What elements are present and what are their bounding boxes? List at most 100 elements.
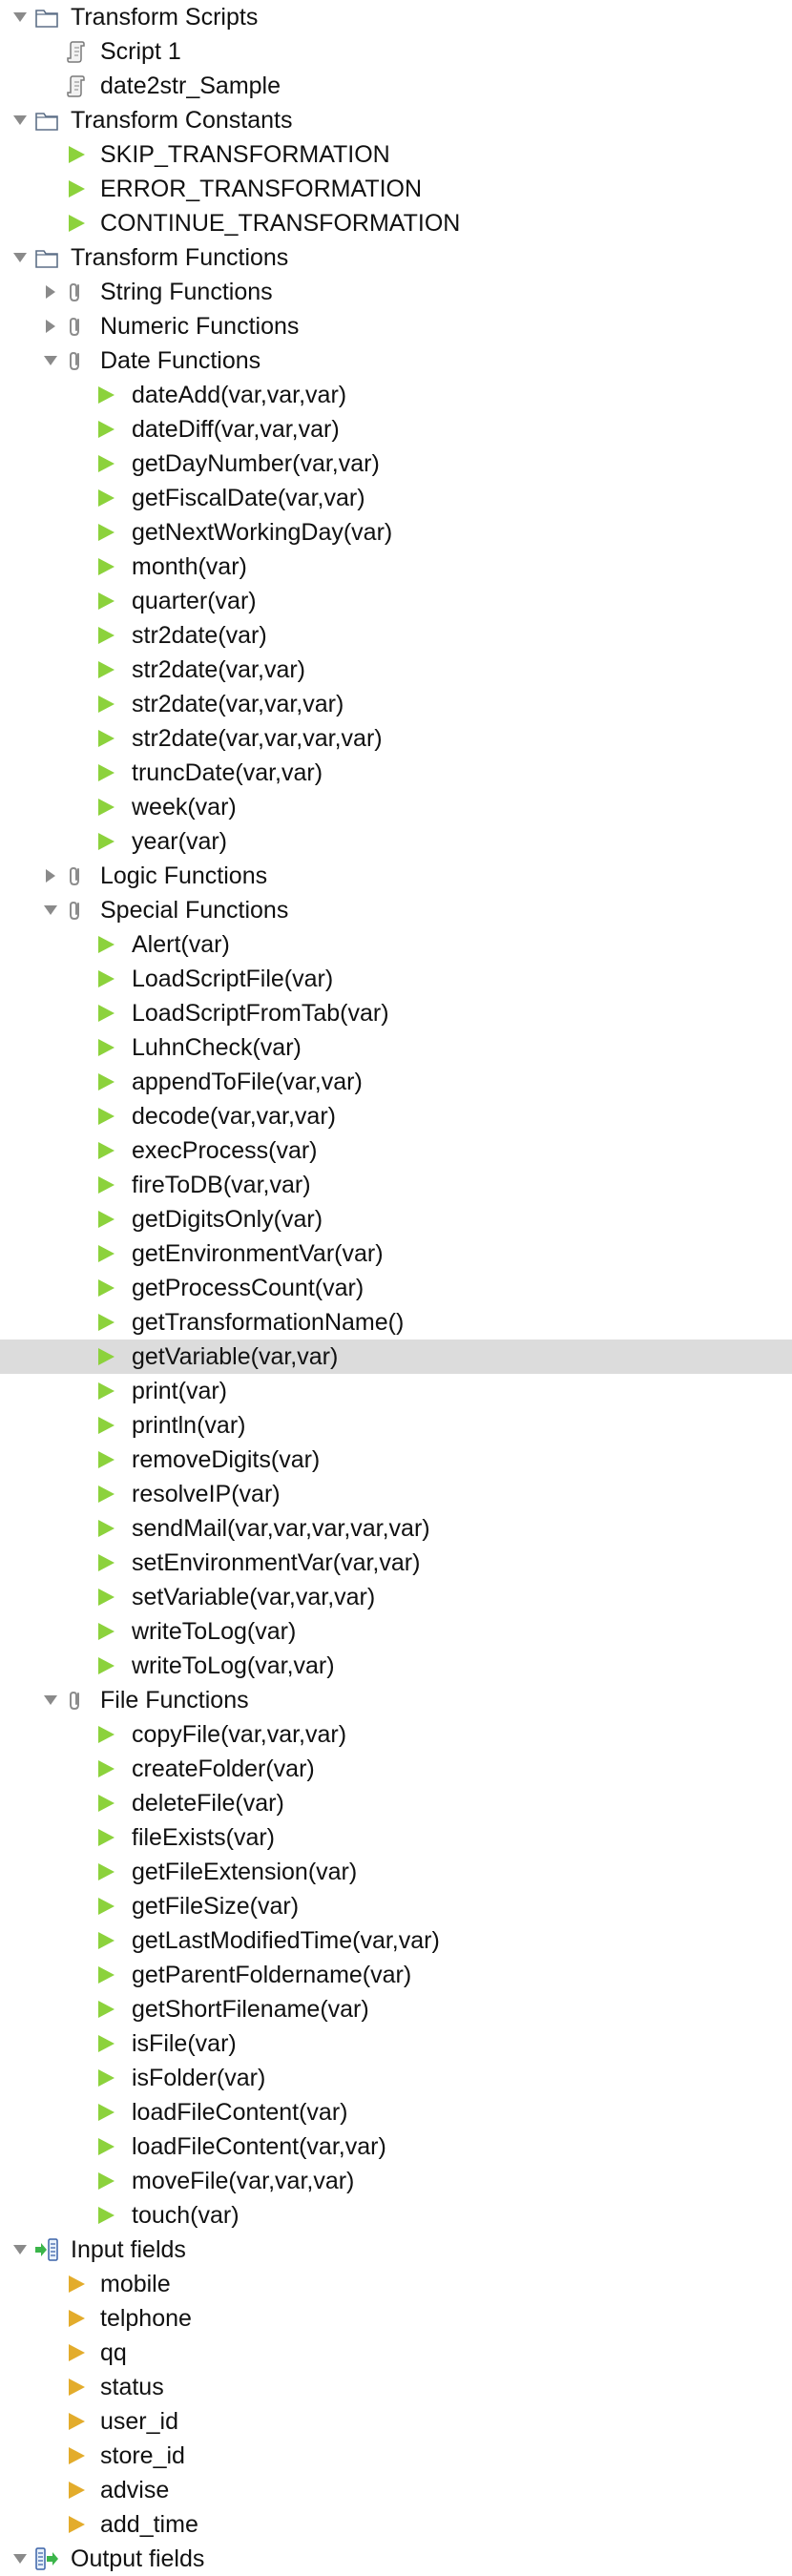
tree-item-getprocesscount-var[interactable]: getProcessCount(var)	[0, 1271, 792, 1305]
tree-item-removedigits-var[interactable]: removeDigits(var)	[0, 1443, 792, 1477]
tree-item-transform-constants[interactable]: Transform Constants	[0, 103, 792, 137]
tree-item-label: date2str_Sample	[100, 73, 281, 99]
tree-item-isfile-var[interactable]: isFile(var)	[0, 2026, 792, 2061]
tree-item-decode-var-var-var[interactable]: decode(var,var,var)	[0, 1099, 792, 1133]
tree-item-qq[interactable]: qq	[0, 2336, 792, 2370]
tree-item-truncdate-var-var[interactable]: truncDate(var,var)	[0, 756, 792, 790]
expand-triangle-down-icon[interactable]	[11, 112, 29, 129]
tree-item-getdigitsonly-var[interactable]: getDigitsOnly(var)	[0, 1202, 792, 1236]
tree-item-label: telphone	[100, 2305, 192, 2332]
tree-item-month-var[interactable]: month(var)	[0, 550, 792, 584]
tree-item-logic-functions[interactable]: Logic Functions	[0, 859, 792, 893]
tree-item-file-functions[interactable]: File Functions	[0, 1683, 792, 1717]
tree-item-getnextworkingday-var[interactable]: getNextWorkingDay(var)	[0, 515, 792, 550]
tree-item-firetodb-var-var[interactable]: fireToDB(var,var)	[0, 1168, 792, 1202]
expand-triangle-down-icon[interactable]	[42, 902, 59, 919]
tree-item-date-functions[interactable]: Date Functions	[0, 343, 792, 378]
tree-item-date2str-sample[interactable]: date2str_Sample	[0, 69, 792, 103]
expand-triangle-down-icon[interactable]	[11, 9, 29, 26]
tree-item-createfolder-var[interactable]: createFolder(var)	[0, 1752, 792, 1786]
tree-item-sendmail-var-var-var-var-var[interactable]: sendMail(var,var,var,var,var)	[0, 1511, 792, 1546]
tree-item-script-1[interactable]: Script 1	[0, 34, 792, 69]
tree-item-str2date-var[interactable]: str2date(var)	[0, 618, 792, 653]
tree-item-appendtofile-var-var[interactable]: appendToFile(var,var)	[0, 1065, 792, 1099]
expand-triangle-down-icon[interactable]	[11, 2241, 29, 2258]
tree-item-loadfilecontent-var-var[interactable]: loadFileContent(var,var)	[0, 2129, 792, 2164]
tree-item-output-fields[interactable]: Output fields	[0, 2542, 792, 2576]
tree-item-print-var[interactable]: print(var)	[0, 1374, 792, 1408]
tree-item-getfileextension-var[interactable]: getFileExtension(var)	[0, 1855, 792, 1889]
tree-item-label: getFiscalDate(var,var)	[132, 485, 365, 511]
tree-item-setenvironmentvar-var-var[interactable]: setEnvironmentVar(var,var)	[0, 1546, 792, 1580]
expand-triangle-right-icon[interactable]	[42, 318, 59, 335]
tree-item-println-var[interactable]: println(var)	[0, 1408, 792, 1443]
tree-item-status[interactable]: status	[0, 2370, 792, 2404]
tree-item-continue-transformation[interactable]: CONTINUE_TRANSFORMATION	[0, 206, 792, 240]
tree-item-label: println(var)	[132, 1412, 246, 1439]
tree-item-label: Script 1	[100, 38, 181, 65]
function-icon	[94, 451, 118, 476]
tree-item-loadfilecontent-var[interactable]: loadFileContent(var)	[0, 2095, 792, 2129]
tree-item-input-fields[interactable]: Input fields	[0, 2233, 792, 2267]
tree-item-getparentfoldername-var[interactable]: getParentFoldername(var)	[0, 1958, 792, 1992]
tree-item-loadscriptfromtab-var[interactable]: LoadScriptFromTab(var)	[0, 996, 792, 1030]
tree-item-week-var[interactable]: week(var)	[0, 790, 792, 824]
tree-item-datediff-var-var-var[interactable]: dateDiff(var,var,var)	[0, 412, 792, 447]
tree-item-transform-functions[interactable]: Transform Functions	[0, 240, 792, 275]
tree-item-user-id[interactable]: user_id	[0, 2404, 792, 2439]
tree-item-mobile[interactable]: mobile	[0, 2267, 792, 2301]
function-icon	[94, 1413, 118, 1438]
field-icon	[64, 2478, 89, 2503]
tree-item-numeric-functions[interactable]: Numeric Functions	[0, 309, 792, 343]
tree-item-luhncheck-var[interactable]: LuhnCheck(var)	[0, 1030, 792, 1065]
tree-item-touch-var[interactable]: touch(var)	[0, 2198, 792, 2233]
function-icon	[94, 417, 118, 442]
tree-item-deletefile-var[interactable]: deleteFile(var)	[0, 1786, 792, 1820]
tree-item-isfolder-var[interactable]: isFolder(var)	[0, 2061, 792, 2095]
tree-item-str2date-var-var-var[interactable]: str2date(var,var,var)	[0, 687, 792, 721]
tree-item-add-time[interactable]: add_time	[0, 2507, 792, 2542]
expand-triangle-right-icon[interactable]	[42, 867, 59, 884]
tree-item-writetolog-var[interactable]: writeToLog(var)	[0, 1614, 792, 1649]
tree-item-store-id[interactable]: store_id	[0, 2439, 792, 2473]
tree-item-str2date-var-var-var-var[interactable]: str2date(var,var,var,var)	[0, 721, 792, 756]
tree-item-telphone[interactable]: telphone	[0, 2301, 792, 2336]
expand-triangle-right-icon[interactable]	[42, 283, 59, 301]
function-icon	[94, 1276, 118, 1300]
tree-item-setvariable-var-var-var[interactable]: setVariable(var,var,var)	[0, 1580, 792, 1614]
tree-item-getfiscaldate-var-var[interactable]: getFiscalDate(var,var)	[0, 481, 792, 515]
tree-item-str2date-var-var[interactable]: str2date(var,var)	[0, 653, 792, 687]
tree-item-string-functions[interactable]: String Functions	[0, 275, 792, 309]
tree-item-fileexists-var[interactable]: fileExists(var)	[0, 1820, 792, 1855]
tree-item-year-var[interactable]: year(var)	[0, 824, 792, 859]
tree-item-label: dateAdd(var,var,var)	[132, 382, 347, 408]
tree-item-label: store_id	[100, 2442, 185, 2469]
tree-item-getlastmodifiedtime-var-var[interactable]: getLastModifiedTime(var,var)	[0, 1923, 792, 1958]
tree-item-getshortfilename-var[interactable]: getShortFilename(var)	[0, 1992, 792, 2026]
expand-triangle-down-icon[interactable]	[42, 1692, 59, 1709]
tree-item-advise[interactable]: advise	[0, 2473, 792, 2507]
folder-icon	[34, 5, 59, 30]
expand-triangle-down-icon[interactable]	[11, 2550, 29, 2567]
tree-item-skip-transformation[interactable]: SKIP_TRANSFORMATION	[0, 137, 792, 172]
tree-item-dateadd-var-var-var[interactable]: dateAdd(var,var,var)	[0, 378, 792, 412]
tree-item-copyfile-var-var-var[interactable]: copyFile(var,var,var)	[0, 1717, 792, 1752]
tree-item-special-functions[interactable]: Special Functions	[0, 893, 792, 927]
field-icon	[64, 2443, 89, 2468]
tree-item-movefile-var-var-var[interactable]: moveFile(var,var,var)	[0, 2164, 792, 2198]
tree-item-getenvironmentvar-var[interactable]: getEnvironmentVar(var)	[0, 1236, 792, 1271]
tree-item-transform-scripts[interactable]: Transform Scripts	[0, 0, 792, 34]
tree-item-writetolog-var-var[interactable]: writeToLog(var,var)	[0, 1649, 792, 1683]
tree-item-execprocess-var[interactable]: execProcess(var)	[0, 1133, 792, 1168]
tree-item-gettransformationname[interactable]: getTransformationName()	[0, 1305, 792, 1340]
tree-item-resolveip-var[interactable]: resolveIP(var)	[0, 1477, 792, 1511]
tree-item-getfilesize-var[interactable]: getFileSize(var)	[0, 1889, 792, 1923]
tree-item-error-transformation[interactable]: ERROR_TRANSFORMATION	[0, 172, 792, 206]
tree-item-getdaynumber-var-var[interactable]: getDayNumber(var,var)	[0, 447, 792, 481]
expand-triangle-down-icon[interactable]	[11, 249, 29, 266]
tree-item-quarter-var[interactable]: quarter(var)	[0, 584, 792, 618]
tree-item-loadscriptfile-var[interactable]: LoadScriptFile(var)	[0, 962, 792, 996]
tree-item-getvariable-var-var[interactable]: getVariable(var,var)	[0, 1340, 792, 1374]
tree-item-alert-var[interactable]: Alert(var)	[0, 927, 792, 962]
expand-triangle-down-icon[interactable]	[42, 352, 59, 369]
